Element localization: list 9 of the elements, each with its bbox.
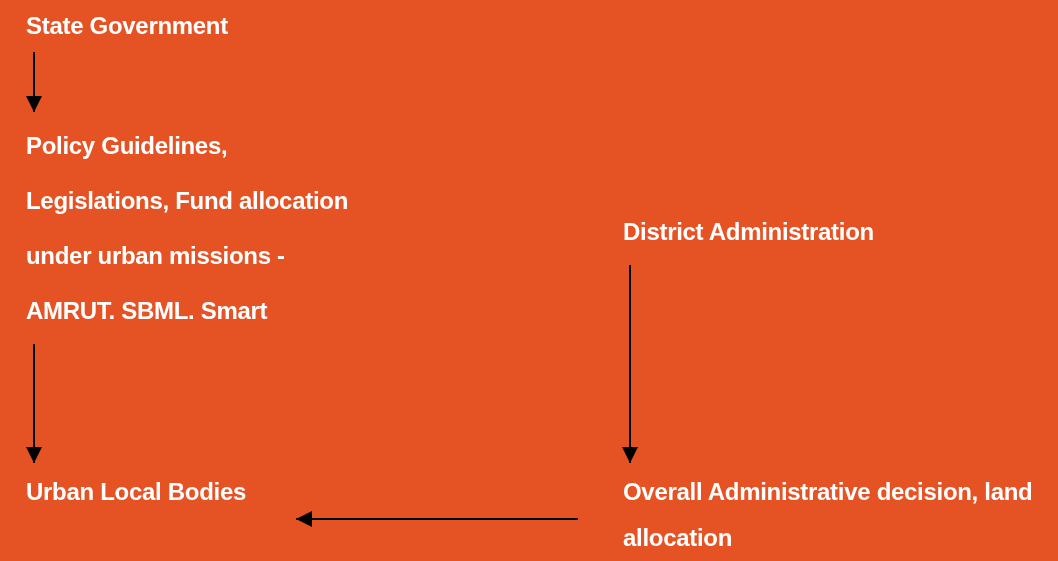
arrow bbox=[26, 343, 42, 464]
node-label: District Administration bbox=[623, 217, 875, 247]
arrow bbox=[622, 264, 638, 464]
node-label: State Government bbox=[26, 11, 229, 41]
arrow bbox=[26, 51, 42, 113]
arrow bbox=[295, 511, 579, 527]
node-label: Policy Guidelines, Legislations, Fund allocation under urban missions - AMRUT. SBML. Smart bbox=[26, 131, 349, 326]
node-label: Overall Administrative decision, land allocation bbox=[623, 477, 1034, 553]
node-label: Urban Local Bodies bbox=[26, 477, 246, 507]
